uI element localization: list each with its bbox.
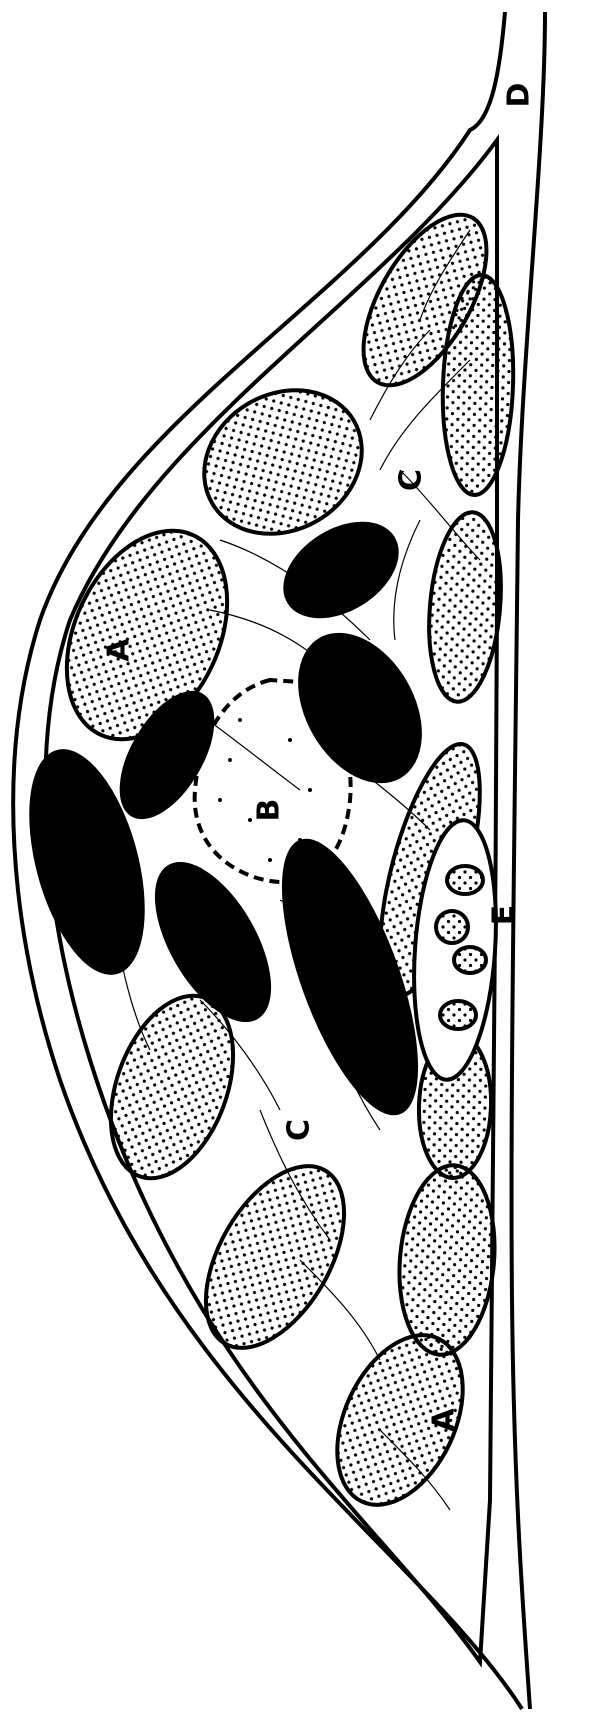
label-c-bottom: C <box>282 1119 317 1141</box>
inner-sheath-flat-side <box>512 12 545 1709</box>
label-a-bottom: A <box>427 1408 462 1432</box>
label-d: D <box>502 83 537 108</box>
label-c-top: C <box>394 469 429 491</box>
label-e: E <box>487 905 522 926</box>
label-b: B <box>252 799 287 822</box>
label-a-top: A <box>102 638 137 662</box>
